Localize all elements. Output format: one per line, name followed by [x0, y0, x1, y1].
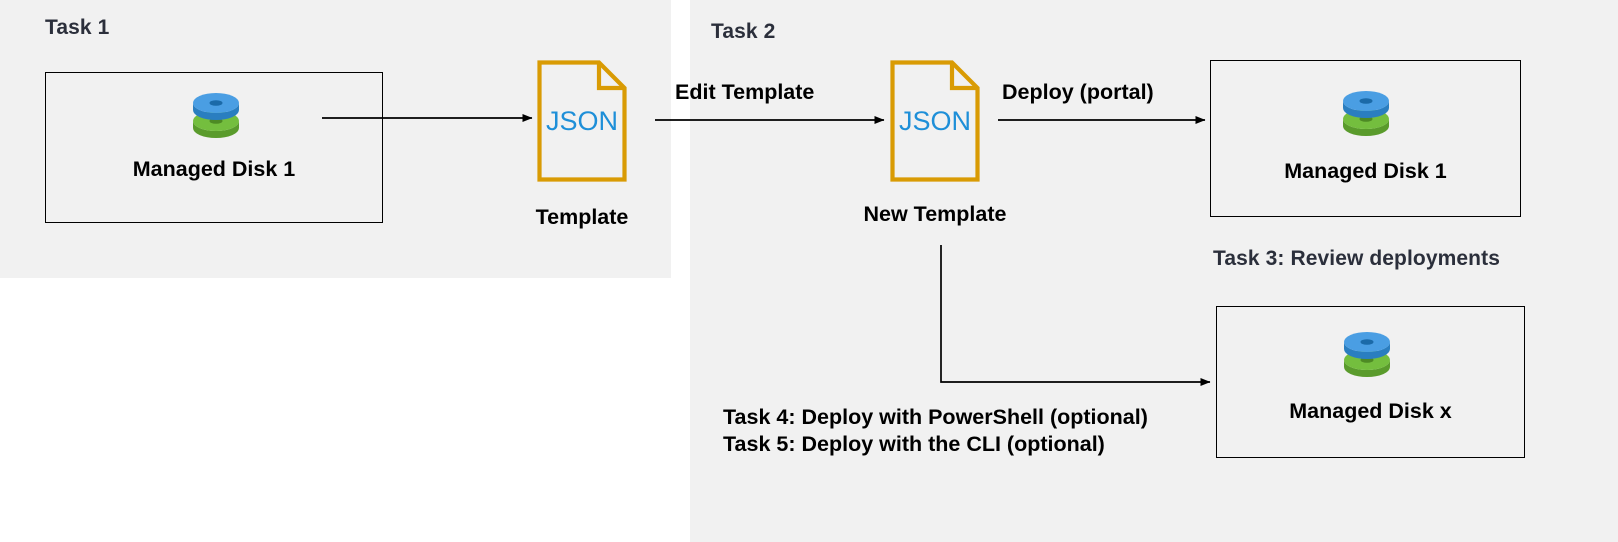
managed-disk-icon [1341, 331, 1393, 387]
template-caption: Template [535, 205, 629, 229]
new-template-caption: New Template [863, 202, 1007, 226]
managed-disk-icon [1340, 90, 1392, 146]
task-3-label: Task 3: Review deployments [1213, 247, 1500, 270]
json-label-new-template: JSON [898, 106, 971, 136]
managed-disk-1-box-left [45, 72, 383, 223]
managed-disk-icon [190, 92, 242, 148]
task-5-label: Task 5: Deploy with the CLI (optional) [723, 432, 1105, 456]
json-file-icon [537, 60, 627, 182]
managed-disk-x-caption: Managed Disk x [1289, 399, 1452, 423]
json-label-template: JSON [545, 106, 618, 136]
task-2-label: Task 2 [711, 20, 776, 43]
deploy-portal-label: Deploy (portal) [1002, 80, 1154, 104]
task-1-panel [0, 0, 671, 278]
managed-disk-1-box-right [1210, 60, 1521, 217]
task-4-label: Task 4: Deploy with PowerShell (optional… [723, 405, 1148, 429]
managed-disk-1-right-caption: Managed Disk 1 [1284, 159, 1447, 183]
managed-disk-x-box [1216, 306, 1525, 458]
task-1-label: Task 1 [45, 16, 110, 39]
json-file-icon [890, 60, 980, 182]
edit-template-label: Edit Template [675, 80, 815, 104]
managed-disk-1-left-caption: Managed Disk 1 [132, 157, 296, 181]
